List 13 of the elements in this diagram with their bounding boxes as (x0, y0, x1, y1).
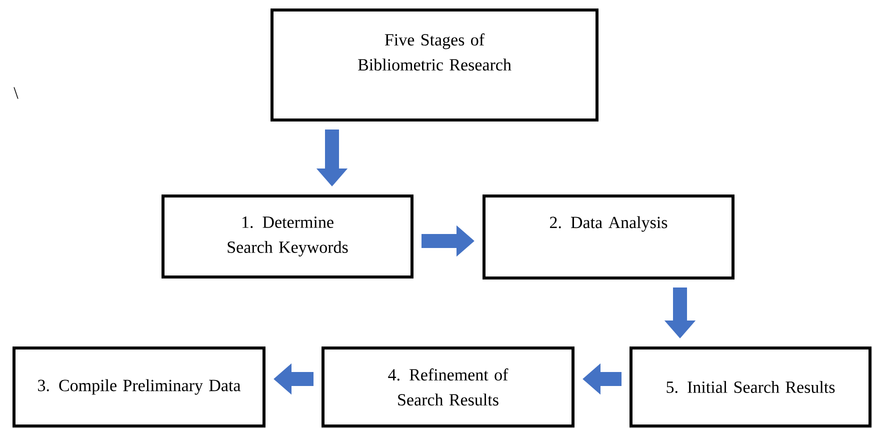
box-text: 5. Initial Search Results (666, 380, 835, 394)
process-box (162, 194, 414, 278)
process-box (630, 346, 872, 428)
process-box (12, 346, 266, 428)
stray-mark: \ (14, 87, 18, 99)
box-text: 3. Compile Preliminary Data (38, 379, 241, 395)
box-text: 1. Determine Search Keywords (228, 216, 348, 256)
box-text: 2. Data Analysis (550, 216, 668, 232)
box-text: 4. Refinement of Search Results (388, 368, 508, 406)
process-box (322, 346, 574, 428)
process-box (482, 194, 734, 280)
process-box (270, 8, 598, 122)
box-text: Five Stages of Bibliometric Research (358, 33, 512, 71)
